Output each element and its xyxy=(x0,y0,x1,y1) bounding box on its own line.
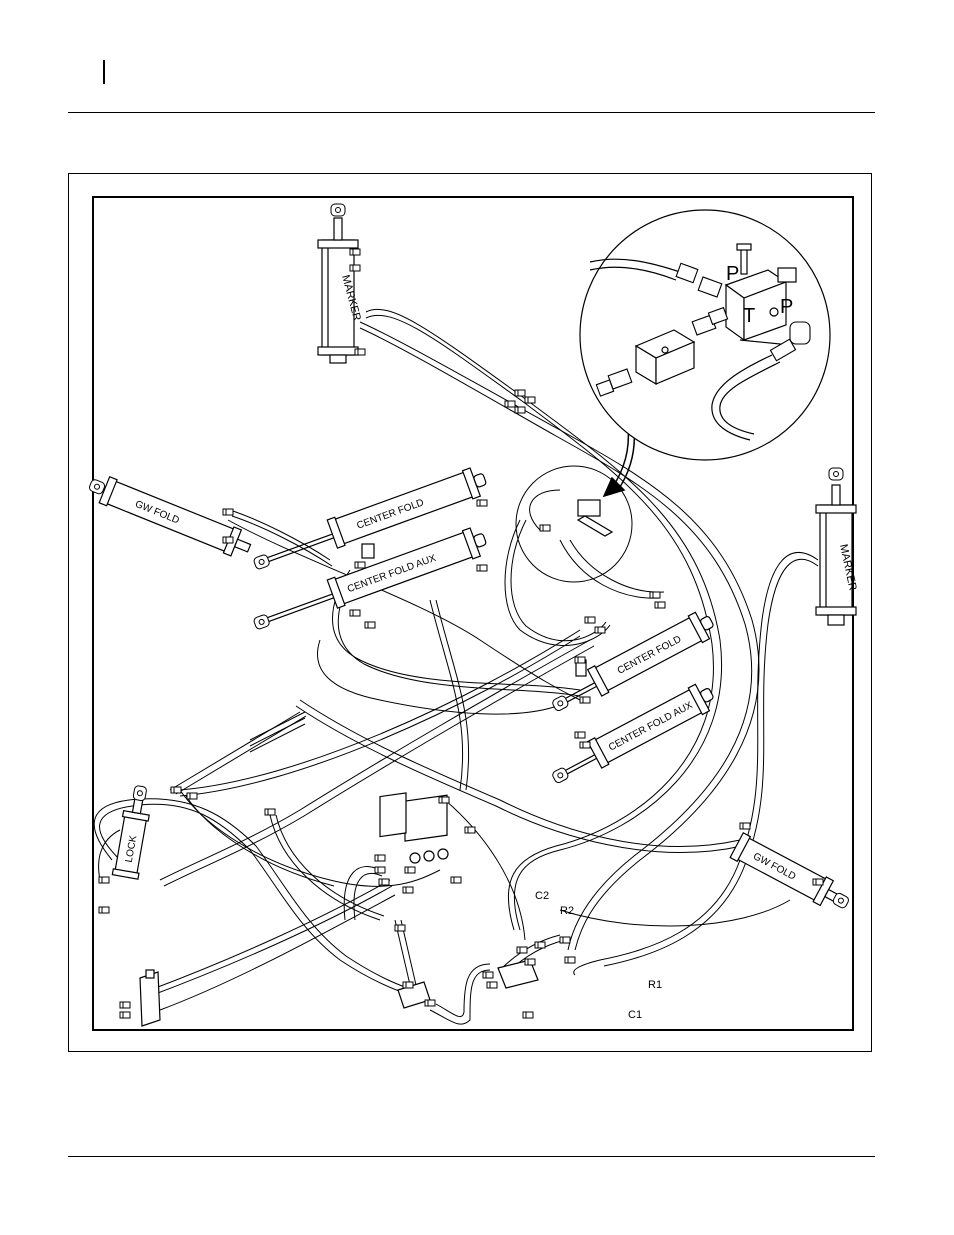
detail-port-p-right: P xyxy=(780,296,793,318)
port-label-c2: C2 xyxy=(535,890,549,902)
marker-cylinder-top: MARKER xyxy=(318,204,363,363)
marker-cylinder-right: MARKER xyxy=(816,468,859,625)
detail-enlargement: P T P xyxy=(580,210,830,460)
port-label-c1: C1 xyxy=(628,1009,642,1021)
detail-port-t: T xyxy=(743,305,755,327)
detail-port-p-top: P xyxy=(726,263,739,285)
gw-fold-cylinder-right: GW FOLD xyxy=(730,833,854,916)
lower-bracket xyxy=(140,970,160,1026)
tee-block-small xyxy=(578,500,612,536)
lower-manifold xyxy=(398,960,538,1008)
center-fold-aux-cylinder-left: CENTER FOLD AUX xyxy=(249,525,489,637)
selector-valve xyxy=(380,793,448,863)
port-label-r1: R1 xyxy=(648,979,662,991)
port-label-r2: R2 xyxy=(560,905,574,917)
gw-fold-cylinder-left: GW FOLD xyxy=(85,471,254,561)
